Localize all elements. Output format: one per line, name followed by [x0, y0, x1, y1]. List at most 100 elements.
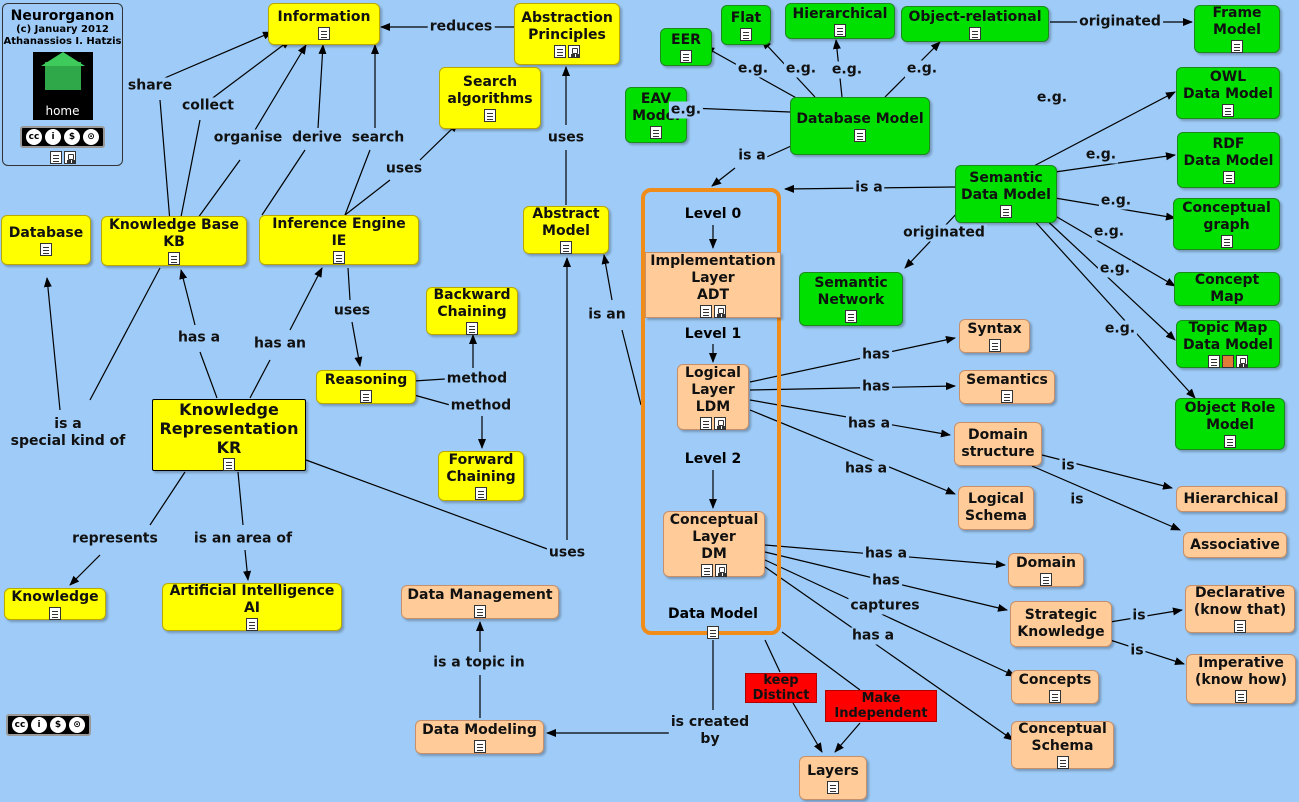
node-semantic-data-model[interactable]: Semantic Data Model	[955, 165, 1057, 223]
document-icon[interactable]	[700, 416, 712, 430]
node-logical-layer[interactable]: Logical Layer LDM	[677, 364, 749, 430]
document-icon[interactable]	[554, 45, 566, 58]
document-icon[interactable]	[223, 457, 235, 471]
node-object-relational[interactable]: Object-relational	[901, 6, 1049, 42]
node-owl-data-model[interactable]: OWL Data Model	[1176, 67, 1280, 119]
node-imperative[interactable]: Imperative (know how)	[1186, 654, 1296, 704]
document-icon[interactable]	[1040, 572, 1052, 586]
document-icon[interactable]	[1056, 756, 1069, 769]
document-icon[interactable]	[318, 26, 330, 40]
document-icon[interactable]	[1224, 435, 1236, 448]
node-concept-map[interactable]: Concept Map	[1174, 272, 1280, 306]
node-declarative[interactable]: Declarative (know that)	[1185, 585, 1295, 633]
node-conceptual-graph[interactable]: Conceptual graph	[1173, 198, 1280, 250]
concept-map-icon[interactable]	[1236, 355, 1248, 368]
document-icon[interactable]	[701, 563, 713, 577]
concept-map-icon[interactable]	[568, 45, 580, 58]
node-artificial-intelligence[interactable]: Artificial Intelligence AI	[162, 583, 342, 631]
document-icon[interactable]	[1000, 205, 1012, 218]
document-icon[interactable]	[834, 23, 846, 37]
document-icon[interactable]	[484, 109, 496, 122]
node-domain[interactable]: Domain	[1008, 553, 1084, 587]
node-knowledge-representation[interactable]: Knowledge Representation KR	[152, 399, 306, 471]
document-icon[interactable]	[1235, 690, 1247, 703]
node-inference-engine[interactable]: Inference Engine IE	[259, 215, 419, 265]
document-icon[interactable]	[700, 304, 712, 318]
node-forward-chaining[interactable]: Forward Chaining	[438, 451, 524, 501]
node-frame-model[interactable]: Frame Model	[1194, 5, 1280, 53]
document-icon[interactable]	[988, 338, 1001, 352]
node-associative[interactable]: Associative	[1183, 532, 1287, 558]
node-hierarchical-model[interactable]: Hierarchical	[785, 3, 895, 39]
document-icon[interactable]	[707, 626, 719, 639]
document-icon[interactable]	[473, 739, 486, 753]
concept-map-icon[interactable]	[715, 563, 727, 577]
node-rdf-data-model[interactable]: RDF Data Model	[1177, 132, 1280, 188]
document-icon[interactable]	[1234, 620, 1246, 633]
document-icon[interactable]	[246, 618, 258, 631]
document-icon[interactable]	[740, 27, 752, 41]
node-backward-chaining[interactable]: Backward Chaining	[426, 287, 518, 335]
document-icon[interactable]	[40, 242, 52, 256]
document-icon[interactable]	[466, 322, 478, 335]
concept-map-icon[interactable]	[63, 151, 76, 164]
node-database[interactable]: Database	[1, 215, 91, 265]
home-button[interactable]: home	[32, 52, 93, 120]
node-object-role-model[interactable]: Object Role Model	[1175, 398, 1285, 450]
node-abstraction-principles[interactable]: Abstraction Principles	[514, 3, 620, 65]
document-icon[interactable]	[360, 389, 372, 403]
node-conceptual-layer[interactable]: Conceptual Layer DM	[663, 511, 765, 577]
node-semantics[interactable]: Semantics	[959, 370, 1055, 404]
node-knowledge-base[interactable]: Knowledge Base KB	[101, 216, 247, 266]
node-abstract-model[interactable]: Abstract Model	[523, 206, 609, 254]
node-domain-structure[interactable]: Domain structure	[954, 422, 1042, 466]
node-reasoning[interactable]: Reasoning	[316, 370, 416, 404]
node-label: Syntax	[967, 320, 1022, 337]
node-syntax[interactable]: Syntax	[959, 319, 1030, 353]
document-icon[interactable]	[474, 604, 486, 618]
document-icon[interactable]	[680, 49, 692, 63]
document-icon[interactable]	[1208, 355, 1220, 368]
concept-map-icon[interactable]	[714, 416, 726, 430]
document-icon[interactable]	[1001, 389, 1013, 403]
document-icon[interactable]	[49, 151, 62, 164]
node-information[interactable]: Information	[268, 3, 380, 45]
image-icon[interactable]	[1222, 355, 1234, 368]
node-eer[interactable]: EER	[660, 28, 712, 66]
node-database-model[interactable]: Database Model	[790, 97, 930, 155]
node-conceptual-schema[interactable]: Conceptual Schema	[1011, 721, 1114, 769]
document-icon[interactable]	[969, 26, 981, 40]
node-data-modeling[interactable]: Data Modeling	[415, 720, 544, 754]
document-icon[interactable]	[168, 252, 180, 265]
document-icon[interactable]	[333, 251, 345, 264]
node-semantic-network[interactable]: Semantic Network	[799, 272, 903, 326]
document-icon[interactable]	[650, 126, 662, 139]
node-data-management[interactable]: Data Management	[401, 585, 559, 619]
node-label: Knowledge Representation KR	[159, 399, 299, 457]
document-icon[interactable]	[49, 606, 61, 620]
node-search-algorithms[interactable]: Search algorithms	[439, 67, 541, 129]
document-icon[interactable]	[475, 487, 487, 500]
document-icon[interactable]	[1231, 40, 1243, 53]
document-icon[interactable]	[854, 128, 866, 142]
document-icon[interactable]	[560, 241, 572, 254]
document-icon[interactable]	[827, 780, 839, 794]
node-layers[interactable]: Layers	[799, 756, 867, 800]
document-icon[interactable]	[1049, 689, 1061, 703]
concept-map-icon[interactable]	[714, 304, 726, 318]
node-strategic-knowledge[interactable]: Strategic Knowledge	[1010, 601, 1112, 647]
document-icon[interactable]	[1222, 171, 1235, 184]
node-hierarchical[interactable]: Hierarchical	[1176, 486, 1286, 512]
node-concepts[interactable]: Concepts	[1011, 670, 1099, 704]
node-topic-map-data-model[interactable]: Topic Map Data Model	[1176, 320, 1280, 368]
node-implementation-layer[interactable]: Implementation Layer ADT	[645, 252, 781, 318]
document-icon[interactable]	[845, 310, 857, 323]
house-icon	[44, 62, 81, 90]
document-icon[interactable]	[1222, 104, 1234, 117]
node-flat[interactable]: Flat	[721, 5, 771, 45]
document-icon[interactable]	[1220, 235, 1233, 248]
node-logical-schema[interactable]: Logical Schema	[958, 486, 1034, 530]
node-knowledge[interactable]: Knowledge	[4, 588, 106, 620]
